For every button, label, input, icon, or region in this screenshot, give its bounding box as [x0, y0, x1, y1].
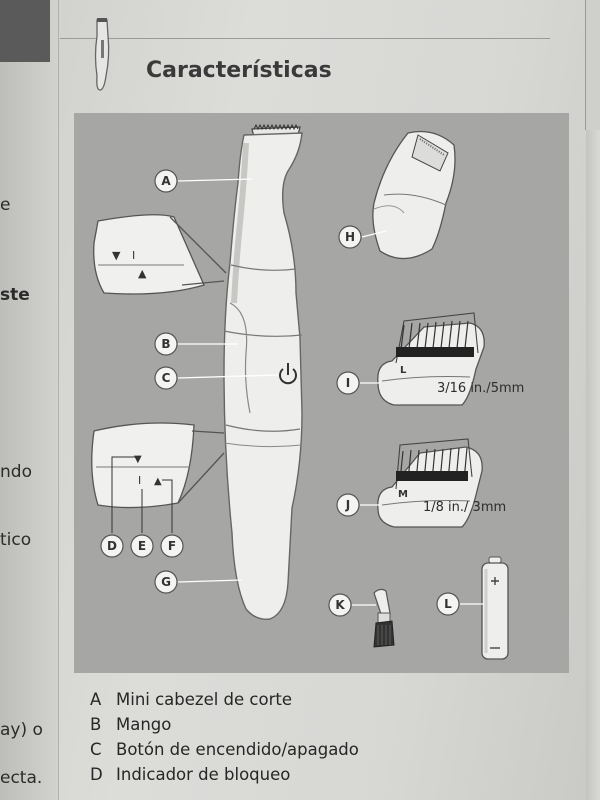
legend-text: Mango: [116, 715, 172, 734]
callout-letter: G: [161, 575, 171, 589]
callout-c: C: [154, 366, 178, 390]
callout-letter: J: [345, 498, 350, 512]
trimmer-thumbnail-icon: [94, 18, 110, 91]
callout-b: B: [154, 332, 178, 356]
callout-h: H: [338, 225, 362, 249]
left-fragment: ecta.: [0, 768, 43, 788]
callout-a: A: [154, 169, 178, 193]
left-page-strip: e ste ndo tico ay) o ecta.: [0, 0, 59, 800]
callout-letter: I: [346, 376, 350, 390]
comb-J-letter: M: [398, 489, 408, 500]
comb-J: [377, 438, 483, 528]
callout-letter: H: [345, 230, 355, 244]
lock-mark-down-bottom: ▼: [134, 454, 142, 465]
right-page-strip: [585, 0, 600, 800]
callout-letter: F: [168, 539, 176, 553]
comb-J-size-label: 1/8 in./ 3mm: [423, 500, 507, 515]
left-fragment: e: [0, 195, 11, 215]
callout-e: E: [130, 534, 154, 558]
left-fragment: ndo: [0, 462, 32, 482]
callout-letter: E: [138, 539, 146, 553]
cleaning-brush-K: [373, 588, 395, 648]
left-fragment: tico: [0, 530, 32, 550]
legend-item: D Indicador de bloqueo: [90, 765, 359, 790]
legend-item: C Botón de encendido/apagado: [90, 740, 359, 765]
legend-item: A Mini cabezel de corte: [90, 690, 359, 715]
legend-item: B Mango: [90, 715, 359, 740]
battery-L: [481, 556, 509, 660]
legend-text: Botón de encendido/apagado: [116, 740, 359, 759]
comb-I-size-label: 3/16 in./5mm: [437, 381, 525, 396]
callout-letter: L: [444, 597, 452, 611]
callout-letter: A: [161, 174, 171, 188]
legend-letter: A: [90, 690, 102, 709]
callout-g: G: [154, 570, 178, 594]
parts-legend: A Mini cabezel de corte B Mango C Botón de …: [90, 690, 359, 790]
right-page-tab: [585, 0, 600, 130]
callout-letter: B: [161, 337, 170, 351]
legend-letter: C: [90, 740, 102, 759]
callout-f: F: [160, 534, 184, 558]
lock-mark-up-top: ▲: [138, 267, 147, 280]
header-rule: [60, 38, 550, 39]
comb-I: [377, 312, 485, 406]
callout-letter: D: [107, 539, 117, 553]
callout-d: D: [100, 534, 124, 558]
lock-mark-up-bottom: ▲: [154, 476, 162, 487]
left-fragment: ay) o: [0, 720, 43, 740]
mini-head-H: [372, 130, 456, 260]
callout-i: I: [336, 371, 360, 395]
left-page-header-bar: [0, 0, 50, 62]
legend-text: Indicador de bloqueo: [116, 765, 291, 784]
callout-letter: K: [335, 598, 345, 612]
left-fragment: ste: [0, 285, 30, 305]
lock-mark-line-bottom: I: [138, 474, 141, 487]
lock-mark-down-top: ▼: [112, 249, 121, 262]
lock-indicator-zoom-bottom: [91, 422, 225, 509]
callout-l: L: [436, 592, 460, 616]
lock-indicator-zoom-top: [93, 214, 227, 295]
callout-letter: C: [162, 371, 171, 385]
callout-j: J: [336, 493, 360, 517]
legend-text: Mini cabezel de corte: [116, 690, 292, 709]
lock-mark-line-top: I: [132, 249, 135, 262]
page-title: Características: [146, 58, 332, 83]
trimmer-device: [223, 123, 303, 620]
power-icon: [279, 363, 297, 385]
comb-I-letter: L: [400, 365, 407, 376]
product-diagram: ▼ I ▲ ▼ I ▲ L: [91, 123, 509, 660]
callout-k: K: [328, 593, 352, 617]
legend-letter: B: [90, 715, 102, 734]
legend-letter: D: [90, 765, 103, 784]
